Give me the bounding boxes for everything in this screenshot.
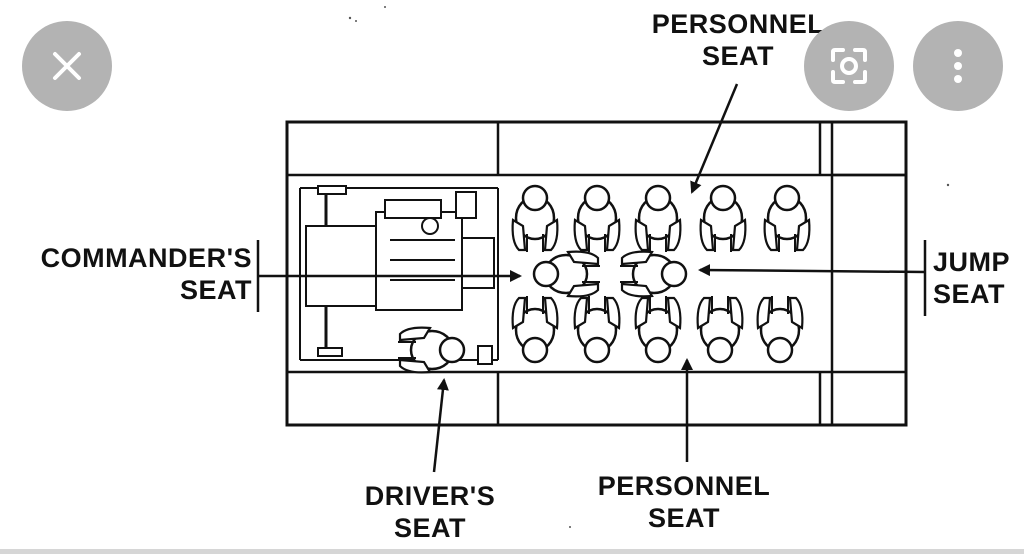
personnel-row-top	[511, 184, 811, 254]
scan-specks	[348, 6, 950, 528]
leader-lines	[256, 83, 927, 473]
lens-search-button[interactable]	[804, 21, 894, 111]
jump-seat-figure	[618, 250, 688, 298]
bottom-edge-bar	[0, 549, 1024, 554]
personnel-seat-label-bottom: PERSONNEL SEAT	[597, 471, 771, 533]
more-vert-icon	[954, 49, 962, 83]
close-button[interactable]	[22, 21, 112, 111]
more-options-button[interactable]	[913, 21, 1003, 111]
drivers-seat-label: DRIVER'S SEAT	[364, 481, 496, 543]
personnel-row-bottom	[513, 296, 803, 362]
engine-block	[305, 185, 495, 357]
close-icon	[53, 52, 81, 80]
commanders-seat-label: COMMANDER'S SEAT	[40, 243, 252, 305]
lens-icon	[831, 48, 867, 84]
jump-seat-label: JUMP SEAT	[933, 247, 1011, 309]
commander-figure	[532, 250, 602, 298]
driver-figure	[396, 326, 466, 374]
hull-outline	[285, 120, 908, 427]
personnel-seat-label-top: PERSONNEL SEAT	[651, 9, 825, 71]
